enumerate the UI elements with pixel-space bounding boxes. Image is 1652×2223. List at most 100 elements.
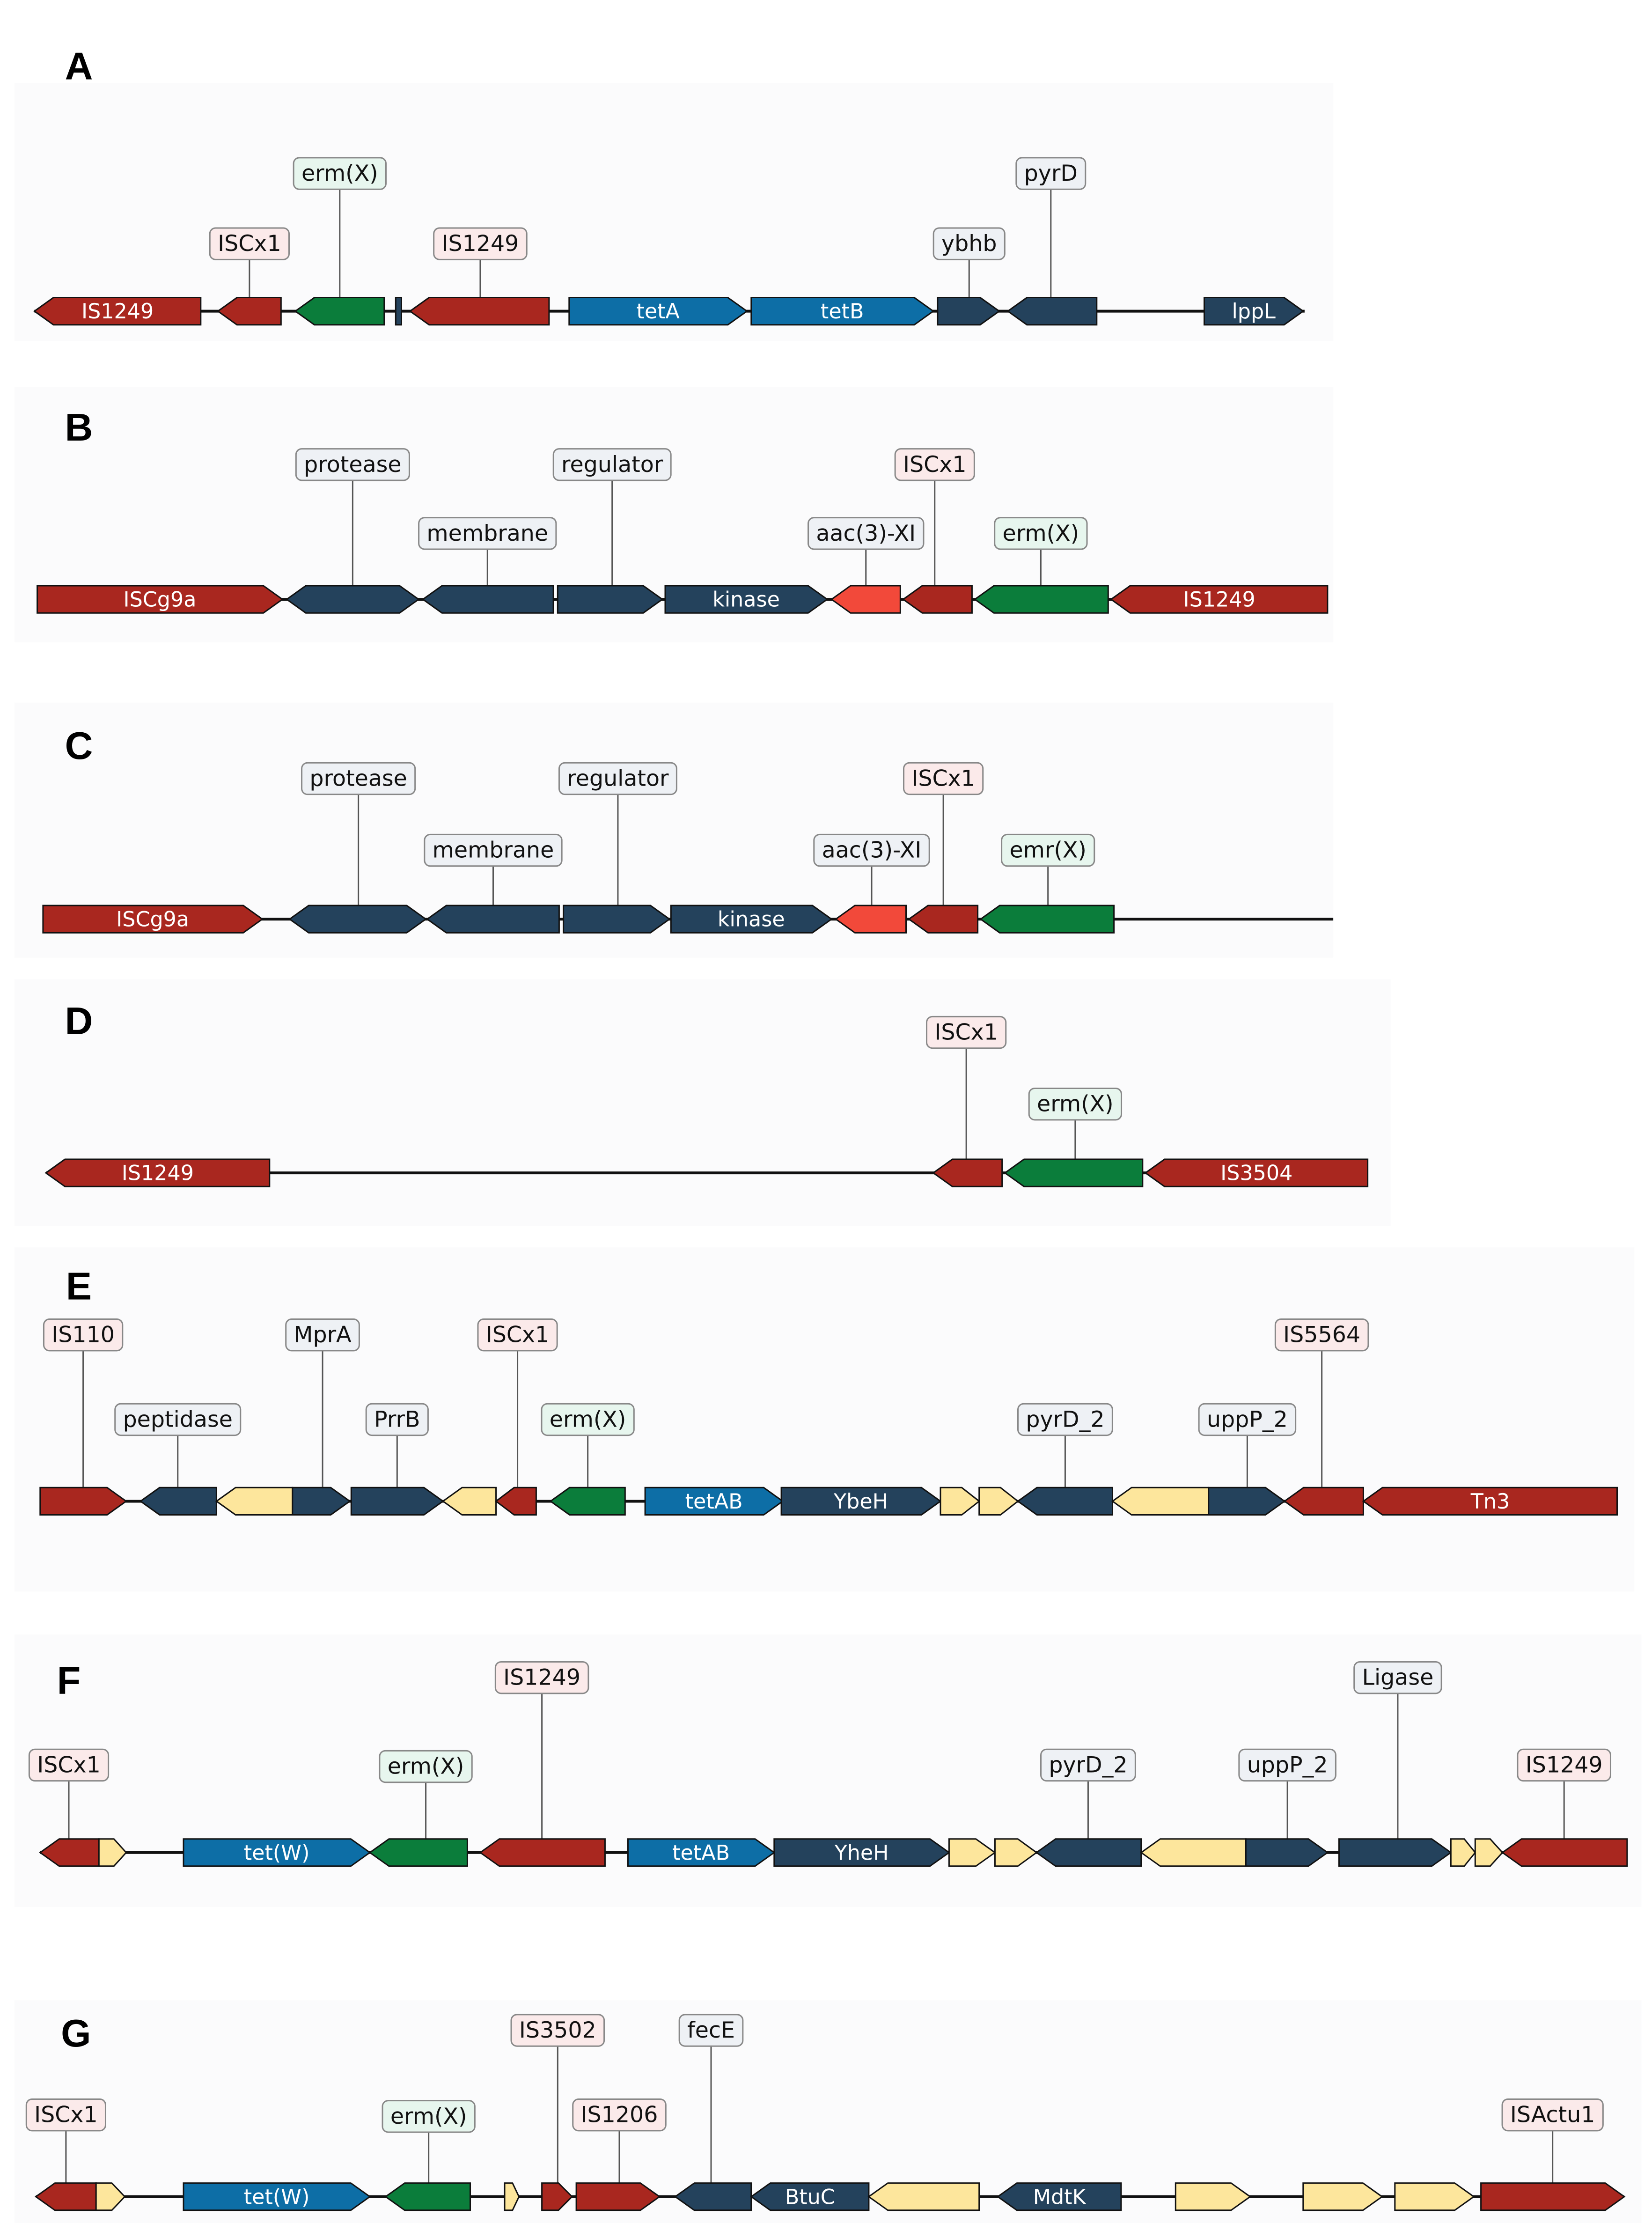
gene-shape: [1501, 1838, 1628, 1867]
callout-label: IS1206: [581, 2102, 658, 2128]
gene-shape: [1208, 1487, 1286, 1516]
gene-shape: [1283, 1487, 1364, 1516]
callout-box: [558, 762, 677, 795]
gene-label: ISCg9a: [116, 908, 189, 932]
gene-shape: [750, 297, 935, 326]
gene-shape: [98, 1838, 127, 1867]
gene-callout-erm-x: erm(X): [382, 2100, 476, 2197]
gene-shape: [549, 1487, 626, 1516]
gene-callout-iscx1: ISCx1: [28, 1748, 110, 1853]
callout-box: [1015, 157, 1087, 190]
gene-shape: [1302, 2182, 1383, 2211]
callout-label: IS110: [51, 1322, 115, 1348]
callout-label: regulator: [567, 766, 669, 791]
gene-arrow-iscx1: [216, 297, 282, 326]
gene-callout-mpra: MprA: [285, 1318, 360, 1502]
callout-label: MprA: [294, 1322, 352, 1348]
callout-label: aac(3)-XI: [822, 838, 922, 863]
gene-arrow-regulator: [557, 585, 664, 614]
callout-box: [813, 833, 930, 867]
gene-arrow-lppl: lppL: [1204, 297, 1305, 326]
callout-label: erm(X): [390, 2104, 467, 2129]
callout-label: erm(X): [1037, 1091, 1114, 1117]
gene-label: ISCg9a: [124, 588, 197, 612]
callout-label: ISCx1: [934, 1020, 998, 1045]
callout-label: aac(3)-XI: [816, 521, 916, 546]
gene-shape: [780, 1487, 942, 1516]
gene-callout-uppp-2: uppP_2: [1238, 1748, 1336, 1853]
gene-arrow-is3504: IS3504: [1144, 1158, 1369, 1187]
gene-shape: [384, 2182, 471, 2211]
callout-box: [808, 517, 925, 550]
gene-shape: [674, 2182, 752, 2211]
gene-shape: [1450, 1838, 1476, 1867]
gene-arrow-hypothetical: [1302, 2182, 1383, 2211]
gene-arrow-is5564: [1283, 1487, 1364, 1516]
gene-label: tetA: [636, 300, 680, 324]
gene-callout-is5564: IS5564: [1274, 1318, 1369, 1502]
gene-arrow-pyrd-2: [1035, 1838, 1142, 1867]
gene-arrow-is110: [39, 1487, 128, 1516]
gene-shape: [1109, 585, 1329, 614]
gene-arrow-protease: [285, 585, 420, 614]
gene-callout-regulator: regulator: [552, 448, 672, 600]
gene-arrow-erm-x: [368, 1838, 468, 1867]
callout-box: [433, 227, 528, 260]
gene-shape: [1338, 1838, 1452, 1867]
gene-shape: [834, 905, 907, 934]
gene-shape: [670, 905, 833, 934]
gene-arrow-hypothetical: [948, 1838, 996, 1867]
panel-letter: C: [65, 724, 93, 767]
gene-arrow-tn3: Tn3: [1362, 1487, 1618, 1516]
gene-shape: [395, 297, 402, 326]
gene-callout-iscx1: ISCx1: [894, 448, 975, 600]
gene-shape: [1175, 2182, 1252, 2211]
gene-arrow-hypothetical: [1394, 2182, 1475, 2211]
gene-shape: [216, 297, 282, 326]
callout-label: pyrD_2: [1049, 1752, 1127, 1778]
gene-arrow-is1249: [1501, 1838, 1628, 1867]
gene-arrow-tetab: tetAB: [644, 1487, 784, 1516]
callout-label: PrrB: [374, 1406, 420, 1432]
callout-box: [1001, 833, 1095, 867]
gene-shape: [1016, 1487, 1113, 1516]
gene-arrow-uppp-2: [1245, 1838, 1329, 1867]
gene-shape: [44, 1158, 271, 1187]
callout-box: [552, 448, 672, 481]
callout-box: [678, 2014, 744, 2047]
gene-arrow-yheh: YheH: [773, 1838, 950, 1867]
gene-callout-is1249: IS1249: [494, 1661, 589, 1853]
gene-callout-is110: IS110: [43, 1318, 124, 1502]
gene-arrow-membrane: [421, 585, 554, 614]
gene-shape: [994, 1838, 1038, 1867]
callout-box: [295, 448, 410, 481]
gene-arrow-is1249: [409, 297, 550, 326]
gene-arrow-regulator: [563, 905, 671, 934]
gene-arrow-aac-3-xi: [830, 585, 901, 614]
gene-shape: [973, 585, 1109, 614]
callout-label: regulator: [561, 452, 663, 478]
gene-arrow-membrane: [426, 905, 560, 934]
gene-shape: [294, 297, 385, 326]
gene-label: tet(W): [244, 2185, 310, 2209]
gene-label: kinase: [712, 588, 780, 612]
panel-letter: F: [57, 1659, 81, 1702]
gene-arrow-is1249: IS1249: [1109, 585, 1329, 614]
gene-shape: [42, 905, 264, 934]
gene-shape: [1480, 2182, 1626, 2211]
gene-arrow-mpra: [292, 1487, 351, 1516]
gene-arrow-hypothetical: [504, 2182, 520, 2211]
callout-label: peptidase: [123, 1406, 233, 1432]
callout-box: [1017, 1403, 1113, 1436]
gene-shape: [902, 585, 973, 614]
gene-shape: [1035, 1838, 1142, 1867]
panel-c: Cproteasemembraneregulatoraac(3)-XIISCx1…: [14, 702, 1334, 958]
gene-arrow-iscg9a: ISCg9a: [37, 585, 284, 614]
callout-box: [894, 448, 975, 481]
callout-box: [365, 1403, 429, 1436]
gene-arrow-peptidase: [139, 1487, 217, 1516]
gene-shape: [1006, 297, 1098, 326]
gene-label: kinase: [718, 908, 785, 932]
gene-arrow-other: [395, 297, 402, 326]
gene-label: tet(W): [244, 1841, 310, 1865]
